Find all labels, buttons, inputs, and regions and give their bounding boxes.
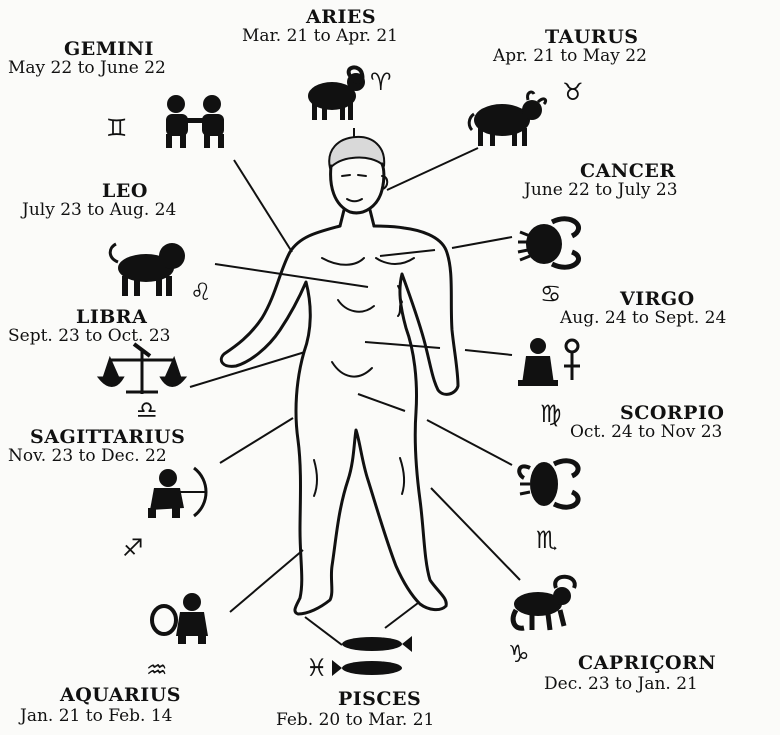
dates-virgo: Aug. 24 to Sept. 24 (560, 310, 726, 327)
maiden-icon (518, 338, 580, 386)
scorpio-symbol-icon: ♏ (536, 528, 558, 552)
scorpion-icon (519, 461, 578, 507)
hair (329, 137, 384, 168)
leader-line-libra (190, 352, 305, 387)
leader-lines (190, 128, 520, 645)
leader-line-cancer-chest (380, 250, 435, 256)
leader-line-pisces-right (385, 603, 418, 628)
dates-gemini: May 22 to June 22 (8, 60, 166, 77)
dates-aries: Mar. 21 to Apr. 21 (242, 28, 398, 45)
crab-icon (518, 219, 579, 267)
dates-pisces: Feb. 20 to Mar. 21 (276, 712, 434, 729)
leader-line-leo (215, 264, 368, 287)
ram-icon (308, 67, 365, 120)
bull-icon (469, 92, 545, 146)
leader-line-capricorn (431, 488, 520, 580)
dates-cancer: June 22 to July 23 (524, 182, 678, 199)
knee-right (400, 458, 404, 494)
label-virgo: VIRGO (620, 290, 695, 309)
dates-scorpio: Oct. 24 to Nov 23 (570, 424, 722, 441)
pectoral (322, 258, 414, 265)
capricorn-symbol-icon: ♑ (508, 642, 530, 666)
leader-line-virgo (465, 350, 512, 355)
label-scorpio: SCORPIO (620, 404, 724, 423)
leader-line-scorpio (427, 420, 512, 465)
cancer-symbol-icon: ♋ (540, 282, 562, 306)
leader-line-virgo-body (365, 342, 440, 348)
virgo-symbol-icon: ♍ (540, 402, 562, 426)
label-aries: ARIES (306, 8, 376, 27)
leader-line-cancer (452, 237, 512, 248)
dates-sagittarius: Nov. 23 to Dec. 22 (8, 448, 167, 465)
scales-icon (100, 344, 184, 394)
twins-icon (166, 95, 224, 148)
leo-symbol-icon: ♌ (190, 280, 212, 304)
label-gemini: GEMINI (64, 40, 154, 59)
leader-line-pisces-left (305, 617, 342, 645)
head (331, 164, 384, 213)
leader-line-aquarius (230, 550, 303, 612)
leader-line-scorpio-body (358, 394, 405, 411)
gemini-symbol-icon: ♊ (106, 116, 128, 140)
label-taurus: TAURUS (545, 28, 639, 47)
dates-leo: July 23 to Aug. 24 (22, 202, 176, 219)
dates-taurus: Apr. 21 to May 22 (493, 48, 647, 65)
label-capricorn: CAPRIÇORN (578, 654, 716, 673)
label-leo: LEO (102, 182, 148, 201)
sagittarius-symbol-icon: ♐ (122, 536, 144, 560)
human-figure (221, 137, 458, 614)
label-cancer: CANCER (580, 162, 676, 181)
dates-libra: Sept. 23 to Oct. 23 (8, 328, 170, 345)
label-pisces: PISCES (338, 690, 421, 709)
leader-line-gemini (234, 160, 292, 252)
fish-icon (332, 636, 412, 676)
pisces-symbol-icon: ♓ (306, 656, 328, 680)
archer-icon (148, 468, 206, 518)
dates-capricorn: Dec. 23 to Jan. 21 (544, 676, 698, 693)
dates-aquarius: Jan. 21 to Feb. 14 (20, 708, 172, 725)
body-outline (221, 226, 458, 614)
water-bearer-icon (152, 593, 208, 644)
label-aquarius: AQUARIUS (60, 686, 181, 705)
libra-symbol-icon: ♎ (136, 398, 158, 422)
taurus-symbol-icon: ♉ (562, 80, 584, 104)
knee-left (314, 460, 317, 496)
abdomen (332, 300, 374, 377)
face-mouth (347, 199, 362, 201)
leader-line-taurus (387, 148, 478, 190)
leader-line-sagittarius (220, 418, 293, 463)
label-libra: LIBRA (76, 308, 147, 327)
aquarius-symbol-icon: ♒ (146, 658, 168, 682)
lion-icon (110, 243, 185, 296)
label-sagittarius: SAGITTARIUS (30, 428, 185, 447)
face-eyes (342, 175, 366, 176)
goat-icon (513, 577, 575, 630)
aries-symbol-icon: ♈ (370, 70, 392, 94)
